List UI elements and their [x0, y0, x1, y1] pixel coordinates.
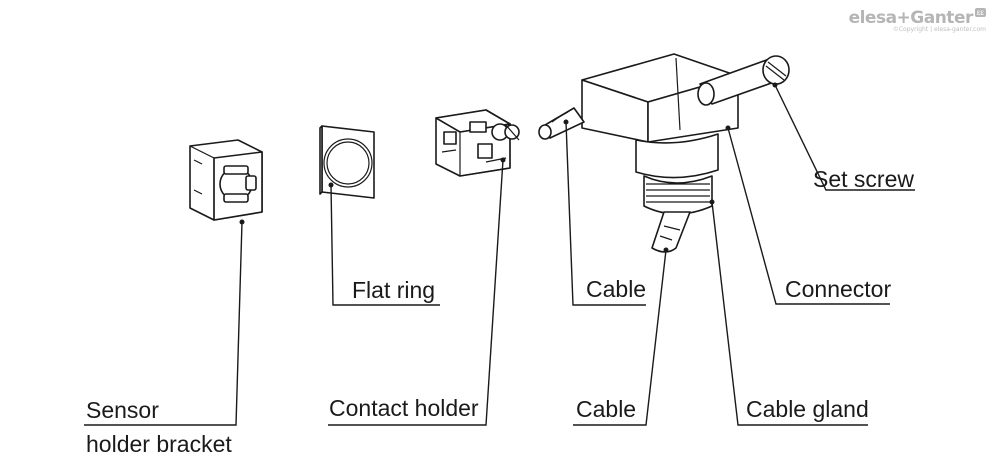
label-contact-holder: Contact holder — [329, 395, 479, 421]
leader-connector — [727, 127, 890, 305]
leader-flat-ring — [330, 184, 440, 306]
label-flat-ring: Flat ring — [352, 277, 435, 303]
leader-cable-gland — [711, 201, 868, 426]
label-cable-gland: Cable gland — [746, 396, 869, 422]
label-connector: Connector — [785, 276, 891, 302]
leader-set-screw — [774, 84, 915, 191]
cable-top-part — [538, 107, 585, 140]
leader-cable-top — [565, 121, 646, 306]
contact-holder-part — [435, 109, 520, 177]
flat-ring-part — [319, 125, 375, 199]
cable-gland-part — [635, 133, 719, 215]
leader-sensor — [84, 221, 243, 426]
sensor-holder-bracket-part — [189, 139, 263, 225]
logo-badge: εε — [974, 8, 986, 17]
label-cable-bottom: Cable — [576, 396, 636, 422]
label-sensor-line1: Sensor — [86, 397, 159, 423]
label-set-screw: Set screw — [813, 166, 914, 192]
leader-lines — [84, 84, 915, 426]
leader-contact-holder — [328, 159, 504, 426]
logo-text: elesa+Ganter — [848, 8, 974, 28]
label-cable-top: Cable — [586, 276, 646, 302]
leader-cable-bottom — [573, 249, 667, 426]
cable-bottom-part — [651, 211, 691, 253]
set-screw-part — [697, 55, 790, 106]
copyright-text: ©Copyright | elesa-ganter.com — [892, 26, 986, 33]
label-sensor-line2: holder bracket — [86, 431, 232, 457]
